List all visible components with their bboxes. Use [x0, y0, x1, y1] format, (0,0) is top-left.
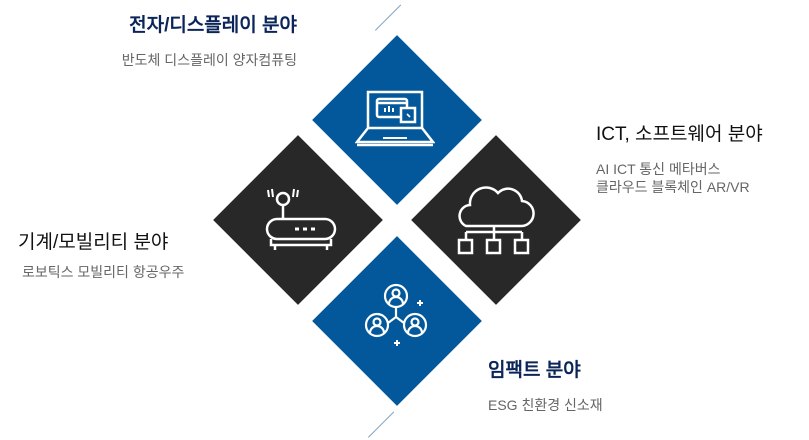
electronics-title: 전자/디스플레이 분야	[129, 15, 297, 36]
ict-subtitle-line-1: AI ICT 통신 메타버스	[596, 161, 721, 177]
mobility-subtitle: 로보틱스 모빌리티 항공우주	[22, 264, 185, 280]
electronics-subtitle: 반도체 디스플레이 양자컴퓨팅	[121, 52, 297, 68]
impact-subtitle: ESG 친환경 신소재	[488, 397, 603, 413]
ict-title: ICT, 소프트웨어 분야	[596, 124, 763, 145]
laptop-icon	[355, 90, 435, 147]
decor-line-bottom	[368, 411, 395, 438]
ict-subtitle-line-2: 클라우드 블록체인 AR/VR	[596, 179, 750, 195]
impact-title: 임팩트 분야	[488, 360, 581, 381]
mobility-title: 기계/모빌리티 분야	[18, 232, 169, 253]
router-icon	[265, 188, 337, 250]
cloud-network-icon	[457, 186, 535, 255]
people-network-icon	[364, 283, 428, 346]
decor-line-top	[375, 4, 402, 31]
